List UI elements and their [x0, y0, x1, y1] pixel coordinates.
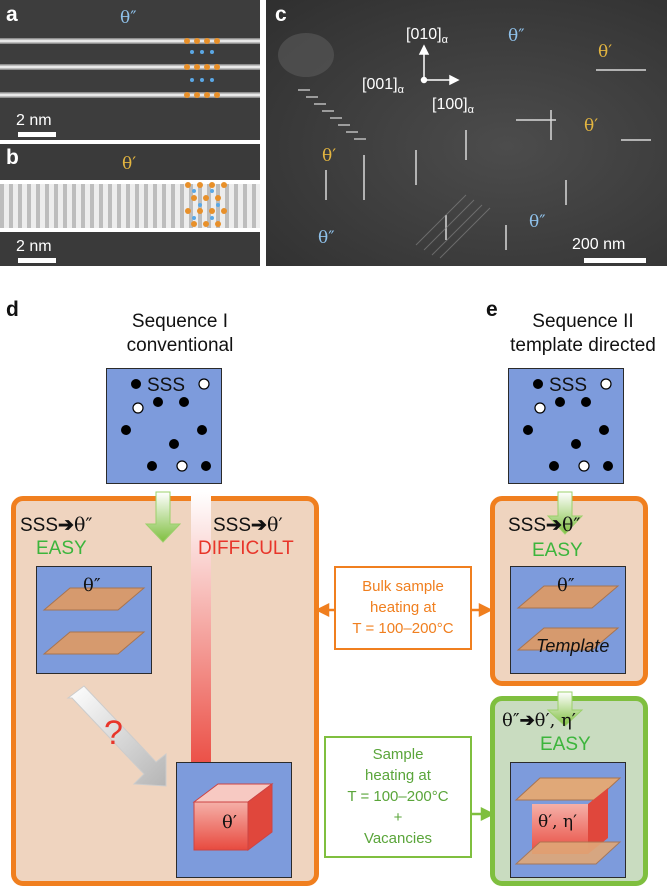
theta-double-prime-to-theta-prime-eta: θ″➔θ′, η′	[502, 710, 576, 731]
axis-label-010: [010]α	[406, 26, 448, 47]
scale-bar	[584, 258, 646, 263]
vacancy-heating-box: Sample heating at T = 100–200°C + Vacanc…	[324, 736, 472, 858]
theta-double-prime-label: θ″	[557, 575, 575, 596]
sss-label: SSS	[147, 375, 186, 396]
plate-edge-bottom	[0, 228, 260, 232]
atom-model-overlay	[185, 182, 227, 227]
bulk-heating-box: Bulk sample heating at T = 100–200°C	[334, 566, 472, 650]
sss-to-theta-prime: SSS➔θ′	[213, 514, 283, 536]
panel-b-label: b	[6, 146, 19, 169]
sss-to-theta-double-prime: SSS➔θ″	[20, 514, 93, 536]
easy-label: EASY	[540, 734, 591, 755]
panel-e-label: e	[486, 298, 498, 321]
easy-label: EASY	[36, 538, 87, 559]
right-arrow-icon: ➔	[58, 515, 74, 536]
arrows-sequence-i	[66, 491, 222, 806]
question-mark: ?	[104, 714, 123, 752]
theta-double-prime-square	[36, 566, 152, 674]
tem-panel-c: c [010]α [001]α [100]α θ″ θ′ θ′ θ′ θ″ θ″…	[266, 0, 667, 266]
scale-bar	[18, 132, 56, 137]
theta-prime-label: θ′	[222, 812, 237, 833]
theta-double-prime-label: θ″	[529, 212, 546, 232]
theta-prime-label: θ′	[322, 146, 337, 166]
theta-prime-block	[192, 783, 274, 851]
scale-bar-label: 200 nm	[572, 236, 626, 253]
template-square	[510, 566, 626, 674]
right-arrow-icon: ➔	[251, 515, 267, 536]
plate-edge-top	[0, 180, 260, 184]
right-arrow-icon: ➔	[546, 515, 562, 536]
atomic-band	[0, 92, 260, 98]
tem-panel-a: a θ″ 2 nm	[0, 0, 260, 140]
axis-label-001: [001]α	[362, 76, 404, 97]
theta-double-prime-label: θ″	[120, 8, 137, 28]
theta-double-prime-label: θ″	[508, 26, 525, 46]
theta-double-prime-label: θ″	[83, 575, 101, 596]
solute-atoms	[121, 378, 211, 472]
atomic-band	[0, 64, 260, 70]
template-label: Template	[536, 636, 610, 656]
right-arrow-icon: ➔	[519, 710, 535, 730]
theta-prime-label: θ′	[122, 154, 137, 174]
easy-label: EASY	[532, 540, 583, 561]
precipitate-traces	[278, 33, 651, 259]
easy-arrow-template	[546, 491, 584, 535]
atom-model-overlay	[184, 38, 220, 98]
theta-prime-label: θ′	[584, 116, 599, 136]
theta-double-prime-label: θ″	[318, 228, 335, 248]
difficult-label: DIFFICULT	[198, 538, 294, 559]
panel-a-label: a	[6, 3, 18, 26]
theta-prime-label: θ′	[598, 42, 613, 62]
solute-atoms	[523, 378, 613, 472]
theta-prime-eta-label: θ′, η′	[538, 812, 577, 832]
template-plates	[516, 585, 620, 651]
panel-c-label: c	[275, 3, 287, 26]
scale-bar-label: 2 nm	[16, 112, 52, 129]
easy-arrow-transformation	[546, 691, 584, 727]
sss-label: SSS	[549, 375, 588, 396]
atomic-band	[0, 38, 260, 44]
panel-d-label: d	[6, 298, 19, 321]
tem-panel-b: b θ′ 2 nm	[0, 144, 260, 266]
axis-label-100: [100]α	[432, 96, 474, 117]
scale-bar-label: 2 nm	[16, 238, 52, 255]
connector-arrows	[315, 602, 495, 822]
scale-bar	[18, 258, 56, 263]
theta-prime-eta-block	[514, 777, 622, 865]
sss-to-theta-double-prime: SSS➔θ″	[508, 514, 581, 536]
theta-double-prime-plates	[42, 587, 146, 655]
